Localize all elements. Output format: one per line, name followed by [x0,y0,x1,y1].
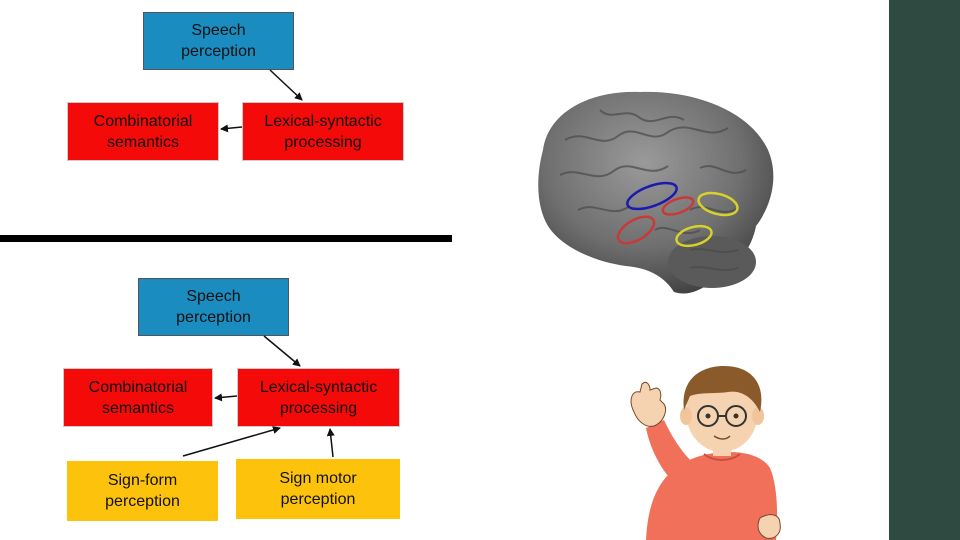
box-line: Combinatorial [88,378,188,396]
arrow-signform-to-lexical [182,426,281,457]
box-line: Lexical-syntactic [264,112,382,130]
box-line: semantics [106,133,180,151]
section-divider [0,235,452,242]
speech-perception-box-bottom: Speech perception [138,278,289,336]
sign-motor-perception-box: Sign motor perception [236,459,400,519]
sign-form-perception-box: Sign-form perception [67,461,218,521]
box-line: perception [176,309,251,326]
box-line: Combinatorial [93,112,193,130]
box-line: Speech [191,22,246,39]
arrow-speech-to-lexical-top [269,69,303,101]
speech-perception-box-top: Speech perception [143,12,294,70]
arrow-signmotor-to-lexical [326,428,335,458]
sidebar-band [889,0,960,540]
combinatorial-semantics-box-top: Combinatorial semantics [67,102,219,161]
box-line: Sign motor [279,470,357,487]
box-line: perception [105,493,180,510]
box-line: processing [284,133,362,151]
combinatorial-semantics-box-bottom: Combinatorial semantics [63,368,213,427]
arrow-lexical-to-combinatorial-top [220,124,243,133]
box-line: semantics [101,399,175,417]
box-line: Sign-form [107,472,178,489]
box-line: perception [181,43,256,60]
arrow-speech-to-lexical-bottom [263,335,301,367]
arrow-lexical-to-combinatorial-bottom [214,393,238,402]
box-line: perception [280,491,356,508]
lexical-syntactic-box-bottom: Lexical-syntactic processing [237,368,400,427]
box-line: processing [279,399,358,417]
box-line: Lexical-syntactic [259,378,378,396]
box-line: Speech [186,288,241,305]
lexical-syntactic-box-top: Lexical-syntactic processing [242,102,404,161]
